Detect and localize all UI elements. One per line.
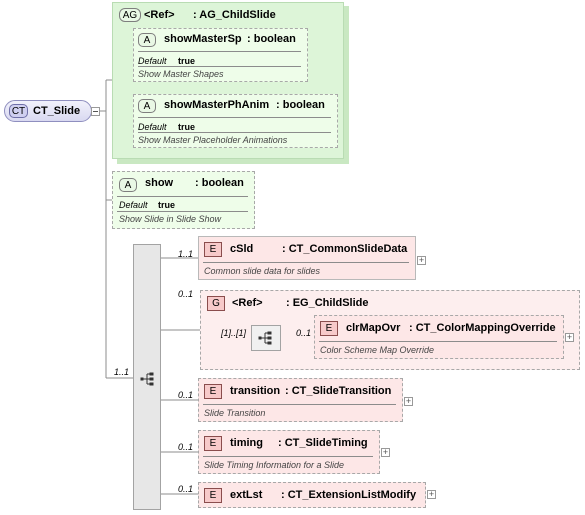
element-type: : CT_CommonSlideData	[282, 243, 408, 255]
sequence-icon	[140, 372, 154, 386]
element-transition[interactable]: E transition : CT_SlideTransition Slide …	[198, 378, 403, 422]
attr-showmastersp[interactable]: A showMasterSp : boolean Default true Sh…	[133, 28, 308, 82]
csld-cardinality: 1..1	[178, 249, 194, 259]
sequence-icon	[258, 331, 272, 345]
element-type: : CT_ExtensionListModify	[281, 489, 417, 501]
element-name: transition	[230, 385, 281, 397]
extlst-cardinality: 0..1	[178, 484, 194, 494]
element-name: extLst	[230, 489, 263, 501]
attr-show[interactable]: A show : boolean Default true Show Slide…	[112, 171, 255, 229]
attr-showmasterphanim[interactable]: A showMasterPhAnim : boolean Default tru…	[133, 94, 338, 148]
attr-type: : boolean	[276, 99, 325, 111]
attribute-badge: A	[138, 99, 156, 113]
transition-cardinality: 0..1	[178, 390, 194, 400]
expand-transition-button[interactable]: +	[404, 396, 413, 406]
element-badge: E	[204, 436, 222, 451]
default-value: true	[178, 122, 196, 132]
element-type: : CT_ColorMappingOverride	[409, 322, 556, 334]
element-extlst[interactable]: E extLst : CT_ExtensionListModify	[198, 482, 426, 508]
element-name: cSld	[230, 243, 254, 255]
attr-name: show	[145, 177, 174, 189]
attr-name: showMasterSp	[164, 33, 242, 45]
sequence-cardinality: 1..1	[114, 367, 130, 377]
element-type: : CT_SlideTransition	[285, 385, 392, 397]
complex-type-badge: CT	[9, 104, 28, 118]
element-name: clrMapOvr	[346, 322, 401, 334]
ag-name-label: : AG_ChildSlide	[193, 9, 276, 21]
element-type: : CT_SlideTiming	[278, 437, 368, 449]
default-label: Default	[138, 56, 167, 66]
expand-clrmapovr-button[interactable]: +	[565, 332, 574, 342]
element-clrmapovr[interactable]: E clrMapOvr : CT_ColorMappingOverride Co…	[314, 315, 564, 359]
group-badge: G	[207, 296, 225, 311]
default-label: Default	[119, 200, 148, 210]
attr-type: : boolean	[195, 177, 244, 189]
element-timing[interactable]: E timing : CT_SlideTiming Slide Timing I…	[198, 430, 380, 474]
attribute-group-badge: AG	[119, 8, 141, 22]
eg-cardinality: 0..1	[178, 289, 194, 299]
eg-name-label: : EG_ChildSlide	[286, 297, 369, 309]
attr-description: Show Master Placeholder Animations	[138, 135, 288, 145]
attr-description: Show Slide in Slide Show	[119, 214, 222, 224]
element-badge: E	[320, 321, 338, 336]
eg-inner-cardinality: [1]..[1]	[221, 328, 247, 338]
default-label: Default	[138, 122, 167, 132]
eg-sequence-compositor[interactable]	[251, 325, 281, 351]
expand-extlst-button[interactable]: +	[427, 489, 436, 499]
element-description: Slide Transition	[204, 408, 266, 418]
default-value: true	[178, 56, 196, 66]
attribute-badge: A	[119, 178, 137, 192]
attr-type: : boolean	[247, 33, 296, 45]
clrmapovr-cardinality: 0..1	[296, 328, 312, 338]
ag-ref-label: <Ref>	[144, 9, 175, 21]
element-badge: E	[204, 384, 222, 399]
collapse-ct-slide-button[interactable]	[91, 107, 100, 116]
element-csld[interactable]: E cSld : CT_CommonSlideData Common slide…	[198, 236, 416, 280]
default-value: true	[158, 200, 176, 210]
expand-csld-button[interactable]: +	[417, 255, 426, 265]
timing-cardinality: 0..1	[178, 442, 194, 452]
element-name: timing	[230, 437, 263, 449]
ct-slide-node[interactable]: CT CT_Slide	[4, 100, 92, 122]
element-description: Common slide data for slides	[204, 266, 321, 276]
element-description: Slide Timing Information for a Slide	[204, 460, 344, 470]
attribute-badge: A	[138, 33, 156, 47]
element-badge: E	[204, 242, 222, 257]
element-badge: E	[204, 488, 222, 503]
sequence-compositor[interactable]	[133, 244, 161, 510]
expand-timing-button[interactable]: +	[381, 447, 390, 457]
element-description: Color Scheme Map Override	[320, 345, 435, 355]
eg-ref-label: <Ref>	[232, 297, 263, 309]
attr-name: showMasterPhAnim	[164, 99, 270, 111]
ct-slide-label: CT_Slide	[33, 105, 81, 117]
attr-description: Show Master Shapes	[138, 69, 224, 79]
